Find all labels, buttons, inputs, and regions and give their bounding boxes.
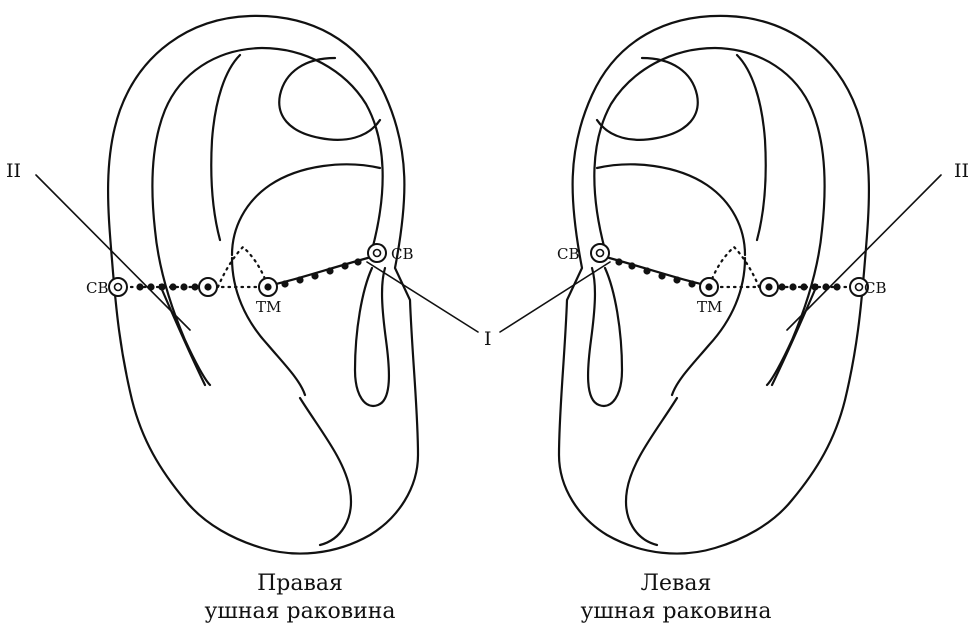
left-lobe-inner	[626, 398, 677, 545]
bead	[822, 283, 829, 290]
bead	[833, 283, 840, 290]
point-center	[597, 250, 604, 257]
point-center	[264, 283, 271, 290]
left-tragus	[588, 268, 622, 406]
bead	[778, 283, 785, 290]
left-antihelix-crus	[597, 164, 745, 255]
right-helix-inner-fold	[211, 55, 240, 240]
bead	[180, 283, 187, 290]
label-ii-right: II	[954, 160, 969, 182]
bead	[136, 283, 143, 290]
left-point-sv-inner	[591, 244, 609, 262]
leader-ii-left-ear	[787, 175, 941, 330]
bead	[158, 283, 165, 290]
right-label-sv-outer: СВ	[86, 279, 109, 297]
point-center	[705, 283, 712, 290]
left-label-sv-inner: СВ	[557, 245, 580, 263]
left-label-sv-outer: СВ	[864, 279, 887, 297]
right-ear: СВ ТМ СВ	[86, 16, 418, 554]
right-point-tm	[259, 278, 277, 296]
bead	[789, 283, 796, 290]
bead	[191, 283, 198, 290]
right-label-tm: ТМ	[256, 298, 281, 316]
right-tragus	[355, 268, 389, 406]
left-ear	[559, 16, 869, 554]
label-i-center: I	[484, 328, 492, 350]
bead	[354, 258, 361, 265]
point-center	[765, 283, 772, 290]
right-point-sv-inner	[368, 244, 386, 262]
bead	[811, 283, 818, 290]
bead	[326, 267, 333, 274]
bead	[169, 283, 176, 290]
left-helix-rim	[594, 48, 824, 385]
left-label-tm: ТМ	[697, 298, 722, 316]
bead	[643, 267, 650, 274]
bead	[296, 276, 303, 283]
right-antihelix-crus	[232, 164, 380, 255]
left-antihelix-arc	[597, 58, 698, 140]
caption-right-line2: ушная раковина	[170, 598, 430, 626]
point-center	[856, 284, 863, 291]
caption-right-line1: Правая	[170, 570, 430, 598]
bead	[281, 280, 288, 287]
left-antitragus-line	[772, 285, 817, 385]
point-center	[204, 283, 211, 290]
caption-right-ear: Правая ушная раковина	[170, 570, 430, 626]
right-helix-rim	[152, 48, 382, 385]
caption-left-line1: Левая	[546, 570, 806, 598]
bead	[341, 262, 348, 269]
bead	[673, 276, 680, 283]
bead	[800, 283, 807, 290]
left-helix-inner-fold	[737, 55, 766, 240]
caption-left-line2: ушная раковина	[546, 598, 806, 626]
leader-ii-right-ear	[36, 175, 190, 330]
bead	[628, 262, 635, 269]
caption-left-ear: Левая ушная раковина	[546, 570, 806, 626]
right-label-sv-inner: СВ	[391, 245, 414, 263]
point-center	[374, 250, 381, 257]
right-antihelix-arc	[279, 58, 380, 140]
bead	[688, 280, 695, 287]
label-ii-left: II	[6, 160, 21, 182]
right-antitragus-line	[160, 285, 205, 385]
bead	[147, 283, 154, 290]
bead	[311, 272, 318, 279]
right-point-sv-outer	[109, 278, 127, 296]
bead	[658, 272, 665, 279]
right-point-mid	[199, 278, 217, 296]
right-lobe-inner	[300, 398, 351, 545]
point-center	[115, 284, 122, 291]
left-point-tm	[700, 278, 718, 296]
bead	[615, 258, 622, 265]
left-point-mid	[760, 278, 778, 296]
